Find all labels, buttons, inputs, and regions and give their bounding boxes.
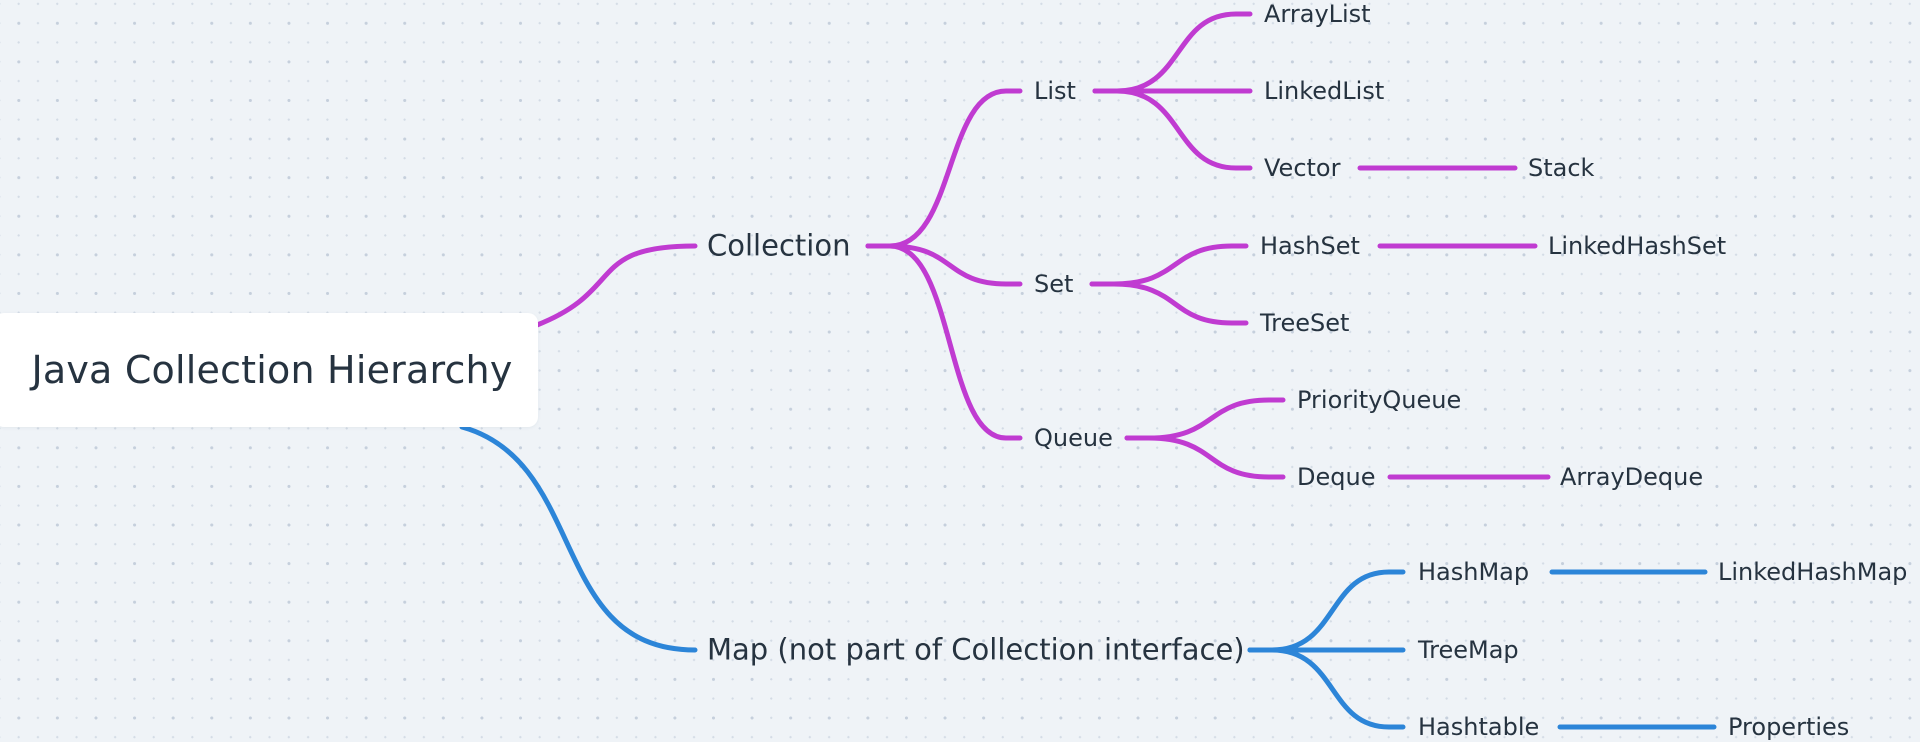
node-hashtable[interactable]: Hashtable [1418, 713, 1540, 741]
edge-collection-to-set [865, 243, 1023, 287]
node-map[interactable]: Map (not part of Collection interface) [707, 632, 1245, 667]
node-treemap[interactable]: TreeMap [1418, 636, 1519, 664]
edge-collection-to-queue [865, 243, 1023, 441]
node-linkedlist[interactable]: LinkedList [1264, 77, 1385, 105]
edge-list-to-arraylist [1092, 11, 1253, 94]
edge-map-to-hashtable [1247, 647, 1406, 730]
edge-list-to-vector [1092, 88, 1253, 171]
node-arraydeque[interactable]: ArrayDeque [1560, 463, 1704, 491]
node-deque[interactable]: Deque [1297, 463, 1376, 491]
node-queue[interactable]: Queue [1034, 424, 1113, 452]
edge-set-to-treeset [1089, 281, 1249, 326]
node-list[interactable]: List [1034, 77, 1076, 105]
node-set[interactable]: Set [1034, 270, 1074, 298]
root-node[interactable]: Java Collection Hierarchy [0, 313, 538, 427]
node-linkedhashset[interactable]: LinkedHashSet [1548, 232, 1727, 260]
edge-root-to-collection [534, 243, 698, 328]
edge-queue-to-priorityqueue [1124, 397, 1286, 441]
edge-root-to-map [459, 424, 698, 653]
node-stack[interactable]: Stack [1528, 154, 1595, 182]
node-properties[interactable]: Properties [1728, 713, 1850, 741]
node-hashmap[interactable]: HashMap [1418, 558, 1530, 586]
edge-collection-to-list [865, 88, 1023, 249]
edge-map-to-hashmap [1247, 569, 1406, 653]
node-linkedhashmap[interactable]: LinkedHashMap [1718, 558, 1908, 586]
edge-queue-to-deque [1124, 435, 1286, 480]
edge-set-to-hashset [1089, 243, 1249, 287]
root-node-label: Java Collection Hierarchy [31, 348, 513, 392]
node-hashset[interactable]: HashSet [1260, 232, 1360, 260]
node-arraylist[interactable]: ArrayList [1264, 0, 1371, 28]
node-vector[interactable]: Vector [1264, 154, 1341, 182]
node-priorityqueue[interactable]: PriorityQueue [1297, 386, 1462, 414]
node-collection[interactable]: Collection [707, 228, 851, 263]
node-treeset[interactable]: TreeSet [1260, 309, 1350, 337]
